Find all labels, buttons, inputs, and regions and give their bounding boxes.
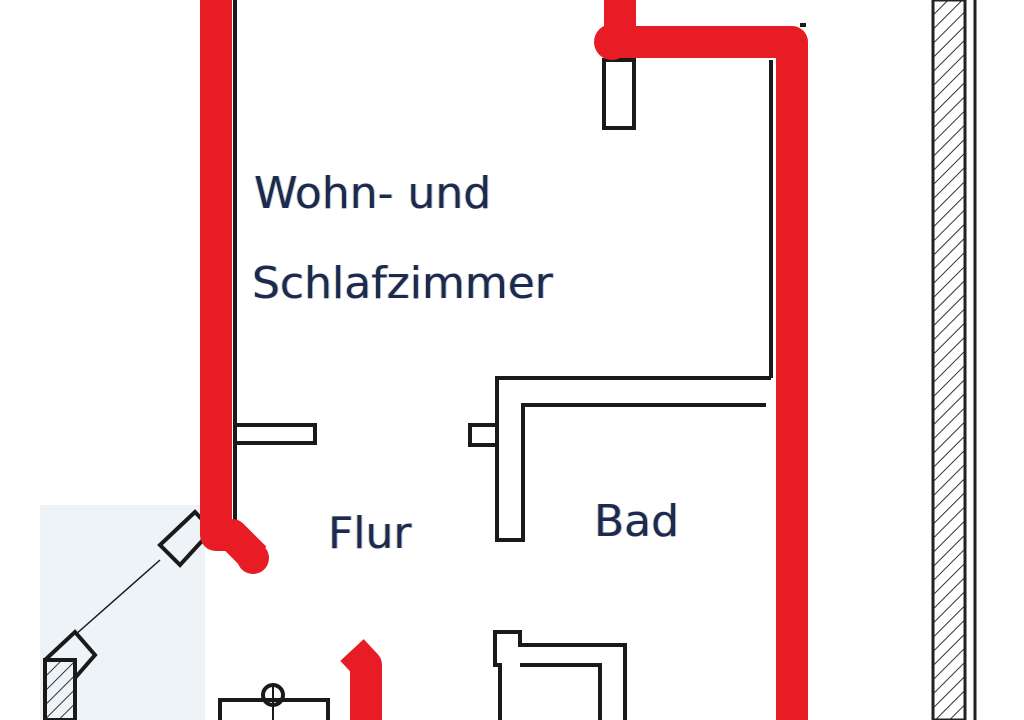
room-label-living-line2: Schlafzimmer [252, 258, 553, 309]
walls [43, 0, 806, 720]
highlighted-walls [200, 0, 808, 720]
outer-wall-right [931, 0, 977, 720]
room-label-bath: Bad [594, 496, 680, 547]
room-label-living-line1: Wohn- und [254, 168, 492, 219]
room-label-hall: Flur [328, 508, 412, 559]
